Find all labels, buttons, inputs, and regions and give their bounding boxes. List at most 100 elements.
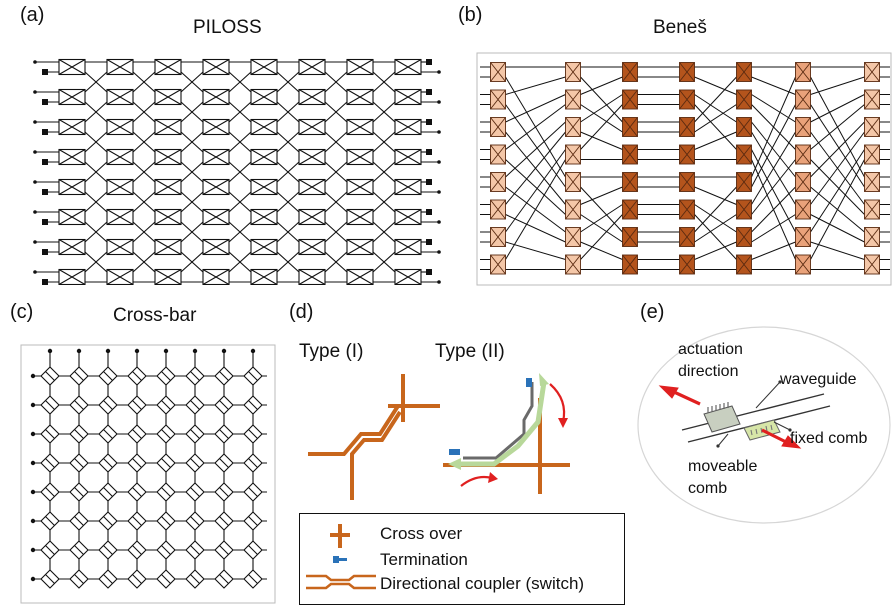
benes-switch: [679, 62, 695, 82]
crossbar-switch: [214, 453, 234, 473]
piloss-switch: [346, 118, 374, 136]
red-rotation-arrow-bottom: [488, 472, 498, 483]
crossbar-output-port: [30, 518, 36, 524]
piloss-switch: [58, 238, 86, 256]
benes-switch: [565, 172, 581, 192]
input-termination: [42, 279, 48, 285]
crossbar-output-port: [30, 547, 36, 553]
benes-switch: [565, 199, 581, 220]
piloss-switch: [298, 178, 326, 196]
benes-switch: [565, 227, 581, 247]
benes-switch: [565, 254, 581, 275]
panel-a-title: PILOSS: [193, 17, 262, 38]
benes-switch: [736, 89, 752, 110]
input-termination: [42, 99, 48, 105]
crossbar-switch: [69, 511, 89, 531]
crossbar-switch: [214, 366, 234, 386]
crossbar-switch: [69, 395, 89, 415]
crossbar-switch: [185, 453, 205, 473]
benes-switch: [622, 62, 638, 82]
crossbar-switch: [98, 569, 118, 589]
crossbar-switch: [243, 482, 263, 502]
piloss-switch: [250, 58, 278, 76]
benes-network: [476, 52, 892, 286]
benes-switch: [622, 144, 638, 165]
input-port: [33, 120, 37, 124]
crossbar-switch: [243, 424, 263, 444]
piloss-switch: [58, 88, 86, 106]
benes-frame: [476, 52, 892, 286]
piloss-switch: [298, 148, 326, 166]
crossbar-switch: [243, 366, 263, 386]
crossbar-switch: [185, 482, 205, 502]
crossbar-output-port: [30, 460, 36, 466]
benes-switch: [622, 172, 638, 192]
crossbar-switch: [69, 366, 89, 386]
piloss-switch: [154, 58, 182, 76]
benes-switch: [795, 172, 811, 192]
termination-top: [526, 378, 532, 387]
piloss-switch: [202, 208, 230, 226]
crossbar-switch: [214, 511, 234, 531]
label-fixed-comb: fixed comb: [790, 430, 867, 447]
crossbar-output-port: [30, 402, 36, 408]
crossbar-switch: [214, 395, 234, 415]
piloss-switch: [394, 238, 422, 256]
crossbar-switch: [40, 540, 60, 560]
piloss-switch: [106, 118, 134, 136]
label-actuation: actuation: [678, 341, 743, 358]
crossbar-switch: [98, 540, 118, 560]
crossbar-switch: [243, 395, 263, 415]
crossbar-switch: [243, 453, 263, 473]
piloss-switch: [346, 58, 374, 76]
legend-termination: Termination: [380, 550, 468, 569]
benes-switch: [565, 89, 581, 110]
benes-switch: [864, 89, 880, 110]
crossbar-input-port: [134, 348, 140, 354]
crossbar-switch: [243, 511, 263, 531]
output-termination: [426, 239, 432, 245]
crossbar-switch: [185, 569, 205, 589]
crossbar-switch: [127, 569, 147, 589]
piloss-switch: [394, 118, 422, 136]
input-port: [33, 210, 37, 214]
input-termination: [42, 249, 48, 255]
benes-switch: [622, 227, 638, 247]
piloss-switch: [154, 238, 182, 256]
legend-cross-over: Cross over: [380, 524, 463, 543]
crossbar-network: [20, 344, 276, 604]
cross-over-icon: [330, 524, 350, 548]
crossbar-switch: [156, 453, 176, 473]
panel-c-label: (c): [10, 301, 34, 323]
crossbar-switch: [127, 453, 147, 473]
piloss-switch: [346, 148, 374, 166]
switch-legend: Cross over Termination Directional coupl…: [299, 513, 625, 605]
piloss-switch: [250, 238, 278, 256]
termination-icon: [333, 556, 347, 563]
piloss-switch: [106, 268, 134, 285]
input-port: [33, 240, 37, 244]
output-port: [437, 70, 441, 74]
crossbar-input-port: [250, 348, 256, 354]
crossbar-switch: [214, 482, 234, 502]
crossbar-switch: [185, 395, 205, 415]
benes-switch: [795, 117, 811, 137]
benes-switch: [565, 144, 581, 165]
piloss-switch: [394, 208, 422, 226]
pointer-lines: [717, 381, 791, 447]
benes-switch: [864, 227, 880, 247]
crossbar-switch: [185, 540, 205, 560]
panel-b-label: (b): [458, 4, 483, 26]
benes-switch: [490, 172, 506, 192]
output-port: [437, 130, 441, 134]
piloss-switch: [250, 118, 278, 136]
crossbar-switch: [40, 395, 60, 415]
input-port: [33, 180, 37, 184]
piloss-switch: [106, 148, 134, 166]
output-port: [437, 280, 441, 284]
crossbar-switch: [185, 511, 205, 531]
label-waveguide: waveguide: [779, 371, 857, 388]
output-termination: [426, 209, 432, 215]
input-termination: [42, 159, 48, 165]
crossbar-input-port: [47, 348, 53, 354]
